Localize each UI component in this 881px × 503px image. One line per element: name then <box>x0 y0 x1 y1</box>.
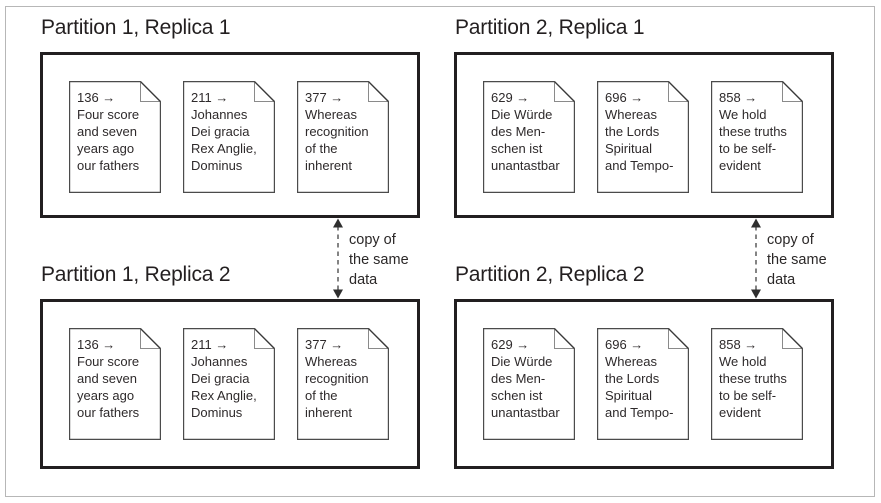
document-text: Whereas the Lords Spiritual and Tempo- <box>605 107 674 173</box>
document-key: 211 → <box>191 337 229 352</box>
document-text: We hold these truths to be self- evident <box>719 107 787 173</box>
document-icon <box>711 81 803 193</box>
document-858: 858 → We hold these truths to be self- e… <box>711 81 803 193</box>
document-text: Whereas recognition of the inherent <box>305 354 369 420</box>
document-key: 136 → <box>77 90 116 105</box>
panel-title-p2r2: Partition 2, Replica 2 <box>455 263 645 286</box>
document-629: 629 → Die Würde des Men- schen ist unant… <box>483 81 575 193</box>
document-377: 377 → Whereas recognition of the inheren… <box>297 81 389 193</box>
document-icon <box>183 328 275 440</box>
document-text: Whereas recognition of the inherent <box>305 107 369 173</box>
document-key: 136 → <box>77 337 116 352</box>
panel-box-p1r2: 136 → Four score and seven years ago our… <box>40 299 420 469</box>
document-key: 377 → <box>305 90 344 105</box>
panel-title-p1r1: Partition 1, Replica 1 <box>41 16 231 39</box>
document-text: Four score and seven years ago our fathe… <box>77 107 140 173</box>
document-key: 858 → <box>719 90 758 105</box>
document-211: 211 → Johannes Dei gracia Rex Anglie, Do… <box>183 328 275 440</box>
connector-label: copy of the same data <box>349 232 409 288</box>
document-icon <box>183 81 275 193</box>
document-377: 377 → Whereas recognition of the inheren… <box>297 328 389 440</box>
document-key: 629 → <box>491 90 530 105</box>
document-136: 136 → Four score and seven years ago our… <box>69 328 161 440</box>
document-icon <box>711 328 803 440</box>
document-icon <box>297 81 389 193</box>
document-key: 696 → <box>605 90 644 105</box>
document-key: 377 → <box>305 337 344 352</box>
document-key: 696 → <box>605 337 644 352</box>
panel-box-p1r1: 136 → Four score and seven years ago our… <box>40 52 420 218</box>
replication-arrow-icon <box>751 218 761 299</box>
document-key: 629 → <box>491 337 530 352</box>
document-key: 211 → <box>191 90 229 105</box>
document-text: Johannes Dei gracia Rex Anglie, Dominus <box>191 354 257 420</box>
document-858: 858 → We hold these truths to be self- e… <box>711 328 803 440</box>
document-696: 696 → Whereas the Lords Spiritual and Te… <box>597 81 689 193</box>
document-icon <box>69 328 161 440</box>
document-text: Four score and seven years ago our fathe… <box>77 354 140 420</box>
panel-box-p2r2: 629 → Die Würde des Men- schen ist unant… <box>454 299 834 469</box>
connector-label: copy of the same data <box>767 232 827 288</box>
document-text: Whereas the Lords Spiritual and Tempo- <box>605 354 674 420</box>
document-icon <box>483 81 575 193</box>
document-icon <box>597 328 689 440</box>
document-text: Die Würde des Men- schen ist unantastbar <box>491 107 560 173</box>
document-icon <box>297 328 389 440</box>
document-icon <box>597 81 689 193</box>
replication-arrow-icon <box>333 218 343 299</box>
document-136: 136 → Four score and seven years ago our… <box>69 81 161 193</box>
document-key: 858 → <box>719 337 758 352</box>
panel-title-p2r1: Partition 2, Replica 1 <box>455 16 645 39</box>
document-629: 629 → Die Würde des Men- schen ist unant… <box>483 328 575 440</box>
document-text: Johannes Dei gracia Rex Anglie, Dominus <box>191 107 257 173</box>
document-text: We hold these truths to be self- evident <box>719 354 787 420</box>
panel-title-p1r2: Partition 1, Replica 2 <box>41 263 231 286</box>
document-211: 211 → Johannes Dei gracia Rex Anglie, Do… <box>183 81 275 193</box>
document-icon <box>483 328 575 440</box>
panel-box-p2r1: 629 → Die Würde des Men- schen ist unant… <box>454 52 834 218</box>
document-text: Die Würde des Men- schen ist unantastbar <box>491 354 560 420</box>
document-icon <box>69 81 161 193</box>
document-696: 696 → Whereas the Lords Spiritual and Te… <box>597 328 689 440</box>
